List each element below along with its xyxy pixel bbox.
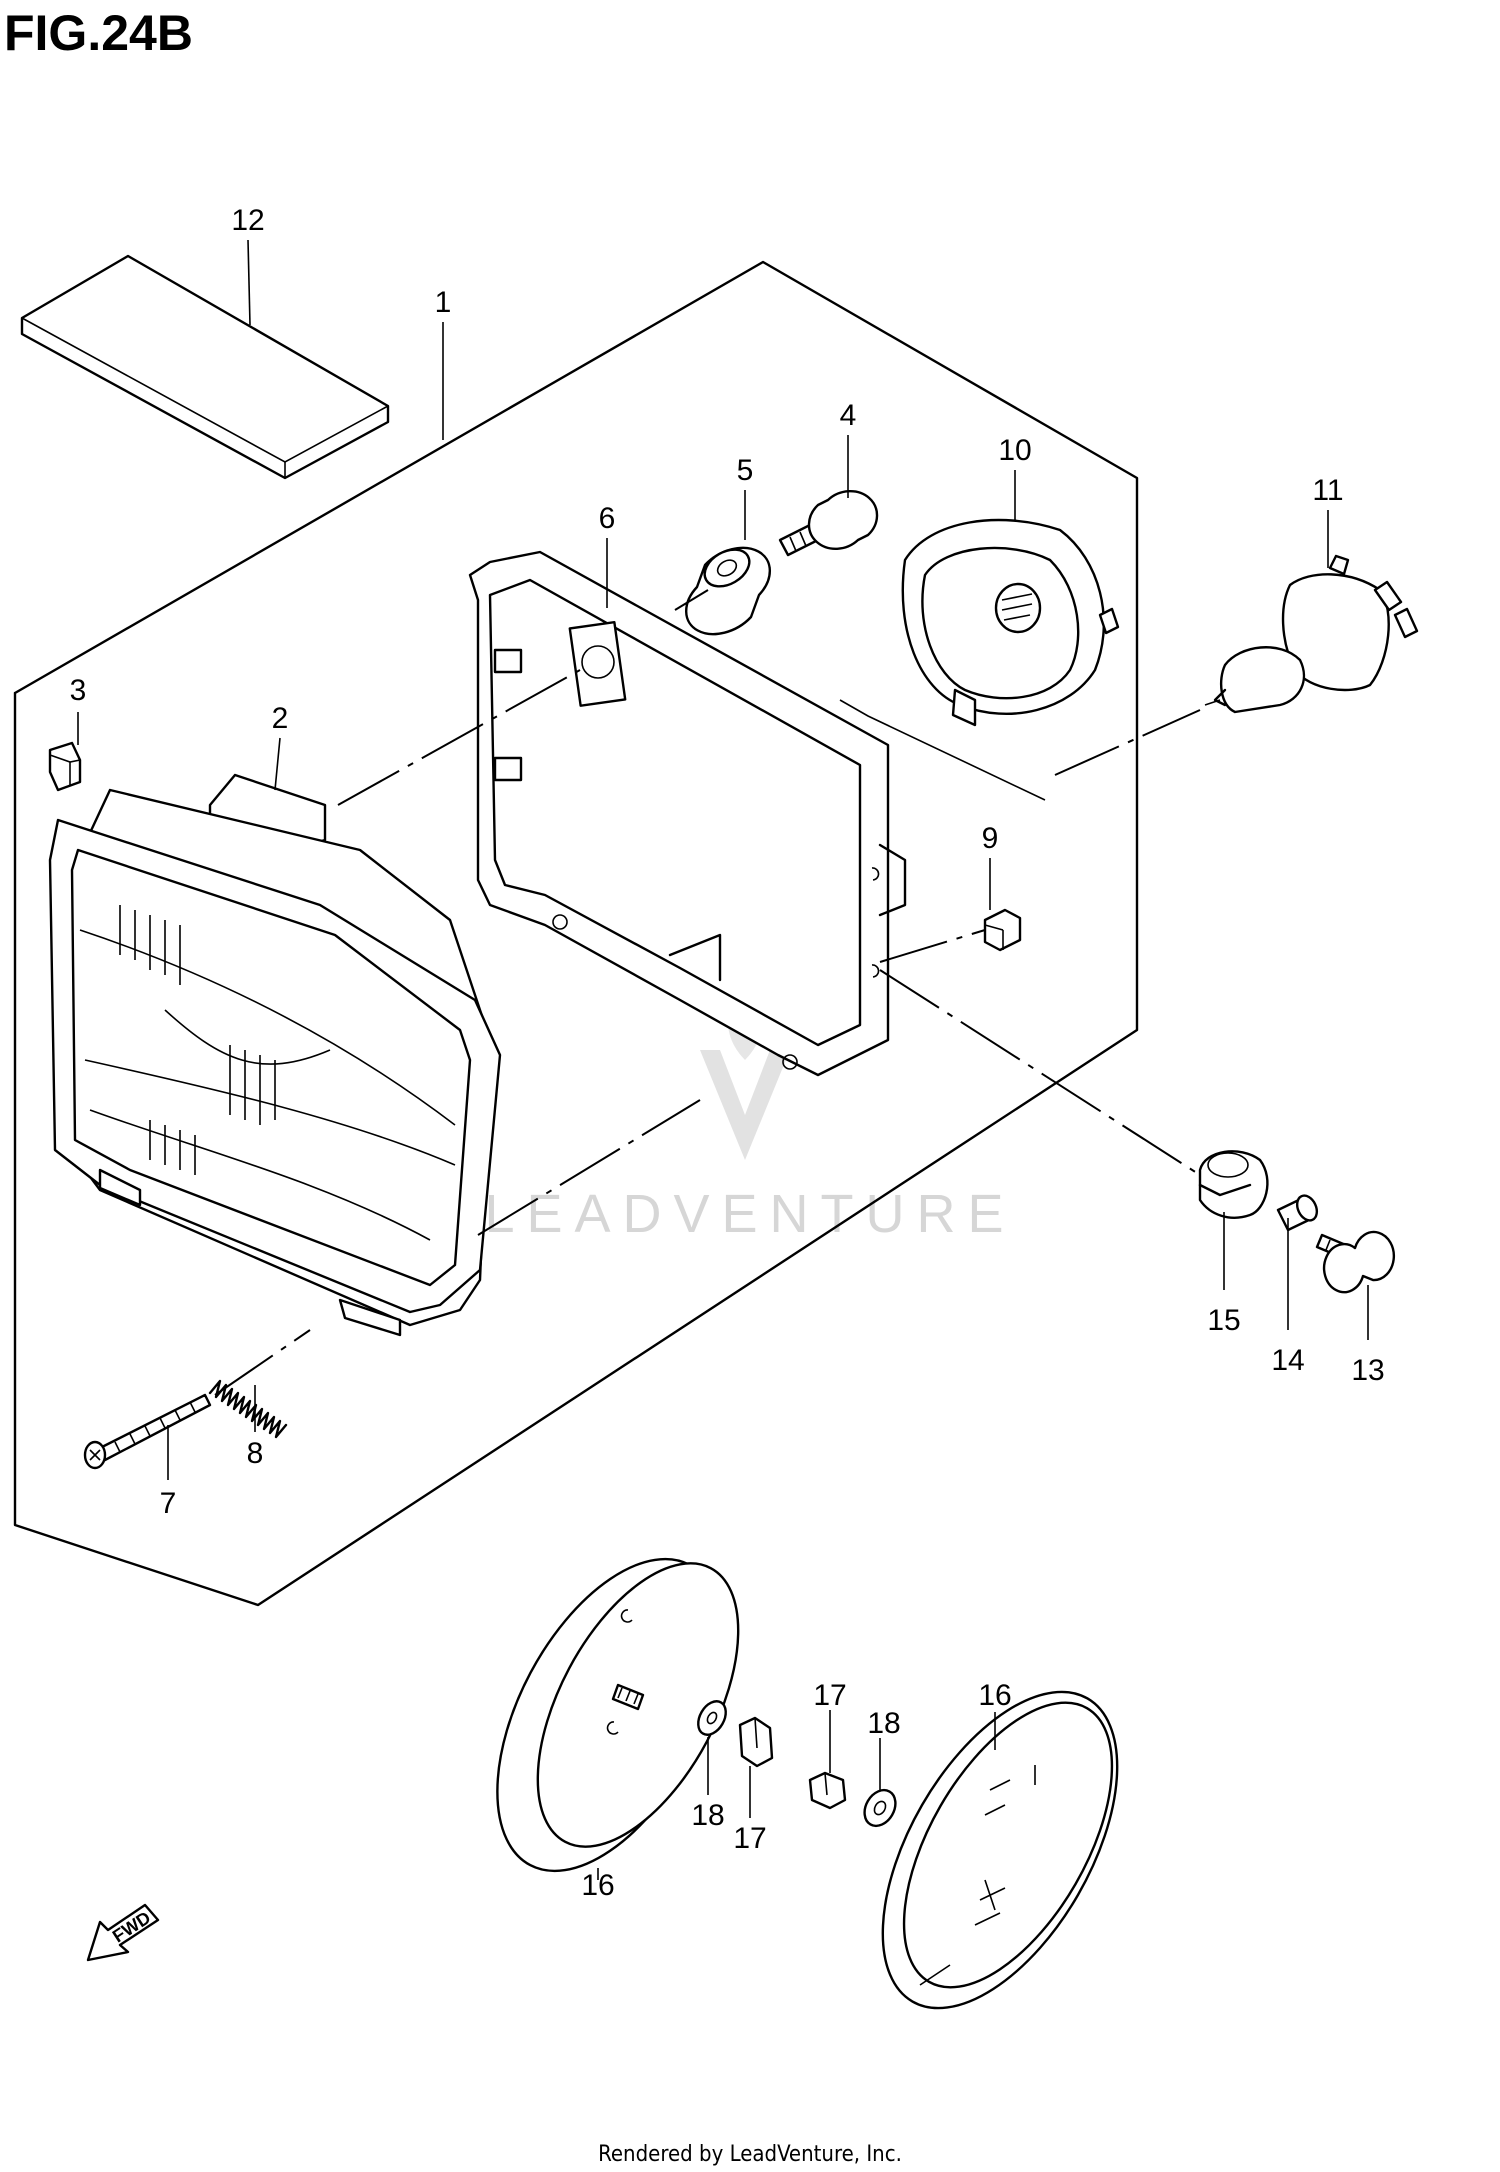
part-3-clip-nut bbox=[48, 741, 82, 792]
part-17-nut-left bbox=[738, 1716, 774, 1768]
callout-11: 11 bbox=[1312, 474, 1343, 507]
callout-14: 14 bbox=[1271, 1344, 1304, 1377]
callout-12: 12 bbox=[231, 204, 264, 237]
render-credit-footer: Rendered by LeadVenture, Inc. bbox=[598, 2142, 902, 2167]
part-6-housing-frame bbox=[468, 550, 907, 1077]
callout-2: 2 bbox=[272, 702, 289, 735]
assembly-centerlines bbox=[214, 589, 1201, 1396]
part-4-screw bbox=[778, 490, 879, 557]
callout-13: 13 bbox=[1351, 1354, 1384, 1387]
part-14-collar bbox=[1276, 1194, 1319, 1232]
figure-title: FIG.24B bbox=[4, 5, 193, 61]
callout-7: 7 bbox=[160, 1487, 177, 1520]
callout-1: 1 bbox=[435, 286, 452, 319]
part-17-nut-right bbox=[808, 1771, 847, 1810]
callout-18-left: 18 bbox=[691, 1799, 724, 1832]
part-13-screw bbox=[1315, 1230, 1395, 1294]
callout-18-right: 18 bbox=[867, 1707, 900, 1740]
callout-3: 3 bbox=[70, 674, 87, 707]
part-2-headlight-unit bbox=[48, 773, 502, 1337]
callout-16-right: 16 bbox=[978, 1679, 1011, 1712]
fwd-arrow: FWD bbox=[86, 1903, 160, 1962]
assembly-outline bbox=[13, 260, 1139, 1607]
part-10-socket-cover bbox=[901, 518, 1120, 727]
leader-lines bbox=[77, 239, 1369, 1880]
part-16-lens-right bbox=[881, 1690, 1119, 2010]
part-18-washer-left bbox=[697, 1700, 727, 1736]
callout-4: 4 bbox=[840, 399, 857, 432]
part-15-grommet bbox=[1198, 1150, 1269, 1219]
part-7-long-screw bbox=[83, 1393, 212, 1470]
watermark-text: LEADVENTURE bbox=[484, 1184, 1015, 1244]
callout-10: 10 bbox=[998, 434, 1031, 467]
callout-5: 5 bbox=[737, 454, 754, 487]
callout-9: 9 bbox=[982, 822, 999, 855]
part-5-grommet bbox=[685, 546, 771, 636]
part-11-bulb bbox=[1204, 554, 1419, 714]
callout-16-left: 16 bbox=[581, 1869, 614, 1902]
callout-17-right: 17 bbox=[813, 1679, 846, 1712]
part-18-washer-right bbox=[863, 1788, 897, 1828]
part-8-spring bbox=[208, 1379, 288, 1439]
callout-6: 6 bbox=[599, 502, 616, 535]
callout-15: 15 bbox=[1207, 1304, 1240, 1337]
callout-17-left: 17 bbox=[733, 1822, 766, 1855]
part-9-nut-clip bbox=[983, 908, 1022, 952]
part-16-cover-left bbox=[496, 1557, 740, 1873]
callout-numbers: 12 1 4 5 10 11 6 3 2 9 15 14 13 8 7 17 1… bbox=[70, 204, 1385, 1902]
callout-8: 8 bbox=[247, 1437, 264, 1470]
part-12-label-sheet bbox=[20, 254, 390, 480]
